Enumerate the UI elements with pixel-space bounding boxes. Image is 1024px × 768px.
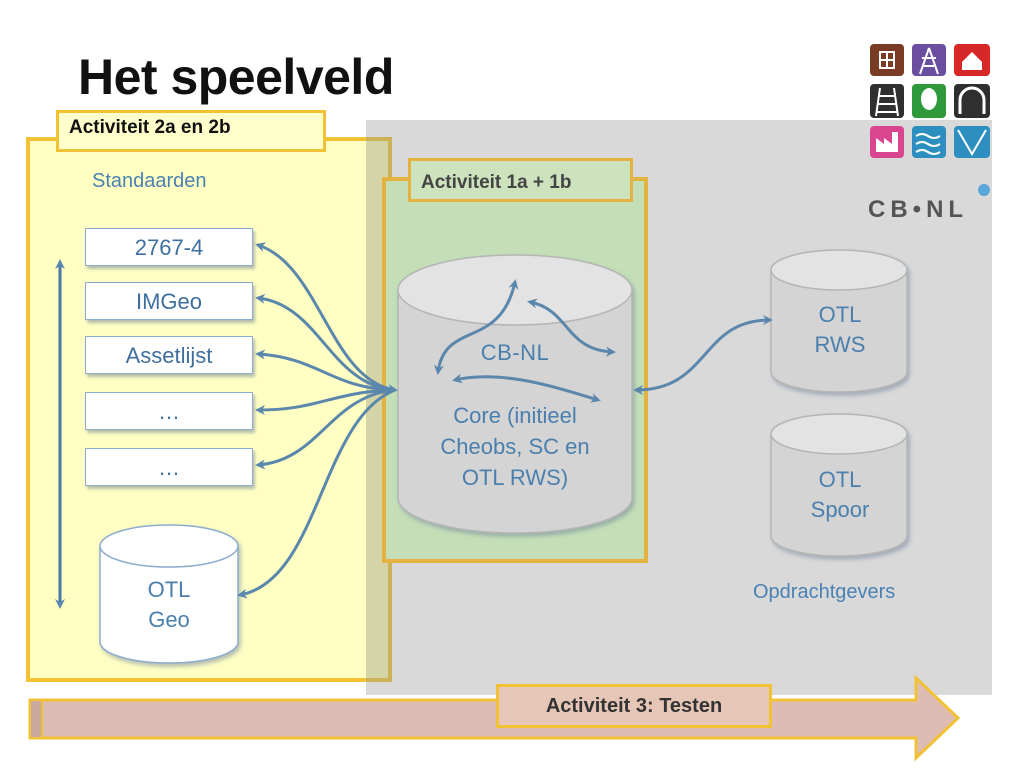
logo-icons (870, 44, 990, 196)
otl-rws-line: RWS (814, 332, 866, 357)
activity-1-label: Activiteit 1a + 1b (408, 158, 633, 202)
core-line: OTL RWS) (461, 465, 569, 490)
standard-box: 2767-4 (85, 228, 253, 266)
standard-box: … (85, 448, 253, 486)
core-line: Cheobs, SC en (440, 434, 590, 459)
core-rws-arrow (633, 315, 773, 395)
standard-box: Assetlijst (85, 336, 253, 374)
standaarden-label: Standaarden (92, 170, 207, 192)
cbnl-logo-text: CB•NL (868, 196, 969, 223)
otl-spoor-line: Spoor (810, 497, 870, 522)
core-description: Core (initieel Cheobs, SC en OTL RWS) (405, 400, 625, 493)
otl-spoor-label: OTL Spoor (772, 465, 908, 525)
power-pylon-icon (912, 44, 946, 76)
activity-3-arrow (28, 674, 961, 762)
standard-box: IMGeo (85, 282, 253, 320)
core-top-label: CB-NL (480, 340, 550, 365)
opdrachtgevers-label: Opdrachtgevers (753, 581, 896, 603)
core-internal-arrows (433, 279, 616, 403)
otl-geo-label: OTL Geo (100, 575, 238, 635)
otl-geo-line: OTL (147, 577, 191, 602)
otl-rws-cylinder (770, 249, 908, 393)
activity-3-label: Activiteit 3: Testen (496, 684, 772, 728)
page-title: Het speelveld (78, 49, 394, 105)
standard-box: … (85, 392, 253, 430)
logo-dot-icon (978, 184, 990, 196)
waterway-icon (954, 126, 990, 158)
otl-geo-cylinder (99, 524, 239, 664)
core-line: Core (initieel (453, 403, 577, 428)
otl-rws-line: OTL (818, 302, 862, 327)
otl-spoor-line: OTL (818, 467, 862, 492)
activity-2-label: Activiteit 2a en 2b (56, 110, 326, 152)
standards-arrows (237, 242, 398, 599)
otl-geo-line: Geo (148, 607, 190, 632)
otl-rws-label: OTL RWS (772, 300, 908, 360)
otl-spoor-cylinder (770, 413, 908, 557)
